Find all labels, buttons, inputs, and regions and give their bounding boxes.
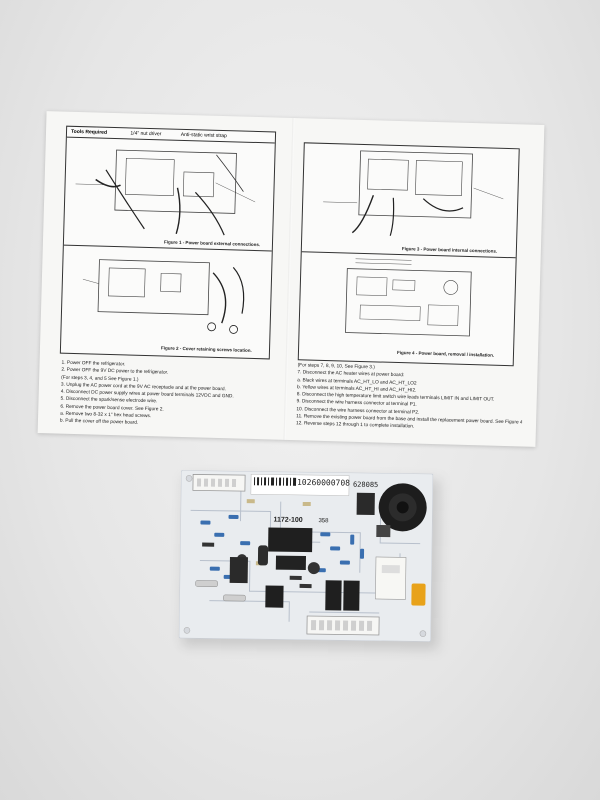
fuse-2: [223, 594, 246, 602]
figure-panel-left: Tools Required 1/4" nut driver Anti-stat…: [59, 125, 277, 360]
relay-black-3: [343, 580, 360, 611]
figure-4-caption: Figure 4 - Power board, removal / instal…: [396, 349, 495, 358]
top-connector-pins: [196, 478, 237, 488]
bottom-connector-pins: [310, 620, 373, 631]
figure-panel-right: Figure 3 - Power board internal connecti…: [297, 142, 520, 367]
figure-1-sketch: [75, 149, 256, 236]
steps-list-left: 1. Power OFF the refrigerator. 2. Power …: [60, 360, 284, 432]
sheet-fold-line: [283, 117, 295, 440]
ic-label: 1172-100: [273, 517, 302, 524]
capacitor-1: [257, 545, 269, 566]
figure-4-sketch: [345, 258, 472, 337]
ic-chip-small: [275, 555, 306, 570]
capacitor-2: [307, 562, 320, 575]
ic-chip: [268, 527, 313, 553]
regulator: [229, 556, 248, 584]
tool-wrist-strap: Anti-static wrist strap: [180, 131, 227, 140]
orange-capacitor: [411, 583, 426, 606]
barcode-bars: [253, 477, 297, 486]
pcb-drawing: 10260000708 628085 1172-100 358: [178, 470, 434, 642]
mounting-hole: [185, 475, 193, 482]
serial-number: 10260000708: [297, 478, 350, 488]
tool-nut-driver: 1/4" nut driver: [130, 130, 162, 138]
barcode-label: [250, 473, 350, 496]
relay-black-1: [265, 585, 284, 608]
blue-resistors: [200, 514, 365, 579]
coil-base: [376, 524, 391, 538]
figure-2-caption: Figure 2 - Cover retaining screws locati…: [160, 345, 252, 353]
corner-code: 628085: [353, 481, 378, 489]
relay-black-2: [325, 580, 342, 611]
steps-list-right: (For steps 7, 8, 9, 10, See Figure 3.) 7…: [296, 362, 524, 434]
tools-heading: Tools Required: [70, 128, 108, 136]
relay-white: [375, 556, 407, 600]
black-block: [356, 492, 375, 515]
mounting-hole: [419, 630, 427, 637]
mounting-hole: [183, 627, 191, 634]
figure-2-sketch: [82, 259, 245, 334]
instruction-sheet: Tools Required 1/4" nut driver Anti-stat…: [37, 111, 545, 447]
figure-3-sketch: [323, 150, 504, 236]
relay-label: [381, 565, 400, 574]
fuse-1: [195, 580, 218, 587]
ic-suffix: 358: [318, 518, 329, 524]
power-circuit-board: 10260000708 628085 1172-100 358: [178, 470, 434, 642]
diodes: [202, 542, 312, 589]
